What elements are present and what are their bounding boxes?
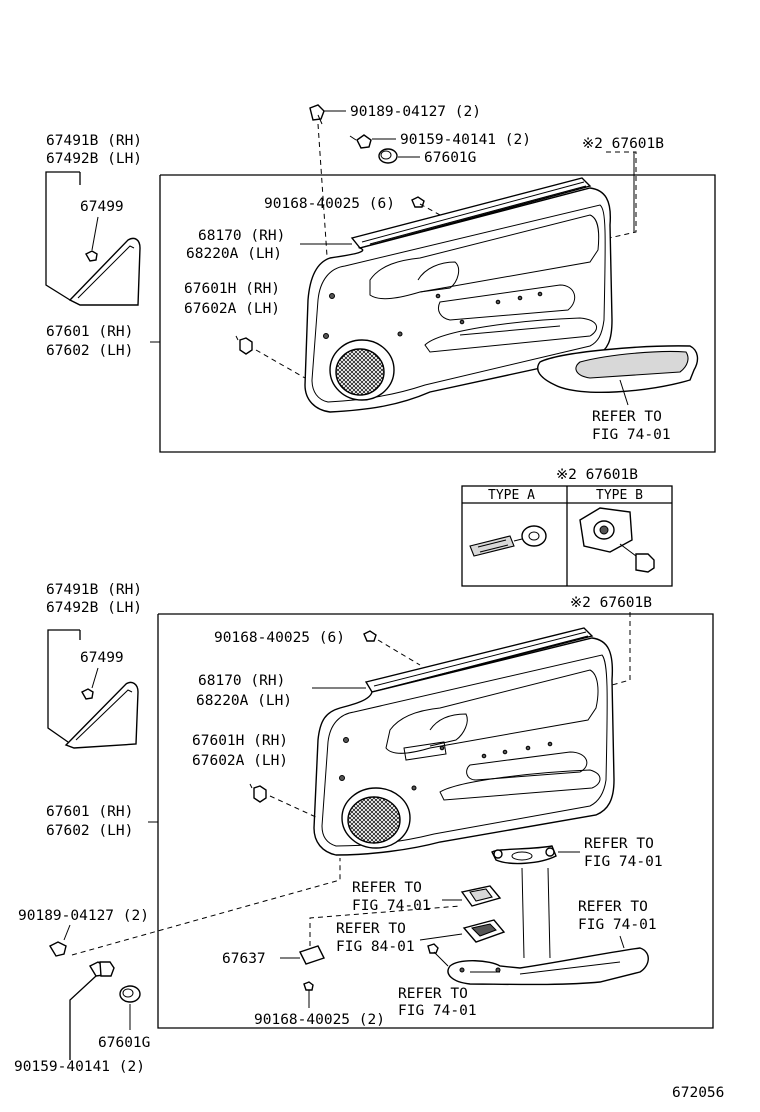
label-refer-a2: FIG 74-01	[584, 854, 663, 870]
label-refer-c1: REFER TO	[336, 921, 406, 937]
label-refer-b1: REFER TO	[352, 880, 422, 896]
label-67602-top: 67602 (LH)	[46, 343, 133, 359]
label-refer-e1: REFER TO	[398, 986, 468, 1002]
label-67601g: 67601G	[424, 150, 476, 166]
label-refer-d1: REFER TO	[578, 899, 648, 915]
label-types-heading: ※2 67601B	[556, 467, 638, 483]
type-inset: ※2 67601B TYPE A TYPE B	[461, 467, 673, 587]
door-panel-top	[304, 187, 613, 413]
screw-90159-bottom-icon	[89, 961, 115, 977]
label-67601h-bottom: 67601H (RH)	[192, 733, 288, 749]
label-67491b-bottom: 67491B (RH)	[46, 582, 142, 598]
clip-90168-bottom-icon	[363, 630, 377, 642]
label-67602a-bottom: 67602A (LH)	[192, 753, 288, 769]
label-type-b: TYPE B	[596, 488, 643, 503]
clip-67601h-bottom-icon	[249, 783, 267, 803]
label-90189: 90189-04127 (2)	[350, 104, 481, 120]
label-68170: 68170 (RH)	[198, 228, 285, 244]
bracket-67637-icon	[299, 945, 325, 965]
label-67601-bottom: 67601 (RH)	[46, 804, 133, 820]
armrest-screw-icon	[427, 943, 449, 967]
label-67601h: 67601H (RH)	[184, 281, 280, 297]
label-67601b-bottom: ※2 67601B	[570, 595, 652, 611]
label-67601-top: 67601 (RH)	[46, 324, 133, 340]
label-refer-d2: FIG 74-01	[578, 917, 657, 933]
door-panel-bottom	[313, 637, 615, 856]
handle-bezel-icon	[491, 845, 557, 865]
bottom-frame	[157, 613, 714, 1029]
figure-number: 672056	[672, 1085, 724, 1101]
label-67492b-bottom: 67492B (LH)	[46, 600, 142, 616]
label-67602-bottom: 67602 (LH)	[46, 823, 133, 839]
screw-90189-bottom-icon	[49, 941, 67, 957]
screw-90189-icon	[309, 104, 325, 125]
clip-90168-small-icon	[303, 981, 314, 991]
label-67492b: 67492B (LH)	[46, 151, 142, 167]
label-67499: 67499	[80, 199, 124, 215]
label-90168-bottom: 90168-40025 (6)	[214, 630, 345, 646]
top-frame	[159, 174, 716, 453]
bottom-assembly: ※2 67601B 67491B (RH) 67492B (LH) 67499 …	[14, 582, 714, 1075]
label-refer-top-2: FIG 74-01	[592, 427, 671, 443]
cover-clip-67499-icon	[85, 250, 98, 262]
switch-base-icon	[460, 885, 502, 907]
label-68220a: 68220A (LH)	[186, 246, 282, 262]
label-refer-e2: FIG 74-01	[398, 1003, 477, 1019]
label-67602a: 67602A (LH)	[184, 301, 280, 317]
label-68220a-bottom: 68220A (LH)	[196, 693, 292, 709]
label-90189-bottom: 90189-04127 (2)	[18, 908, 149, 924]
label-90159: 90159-40141 (2)	[400, 132, 531, 148]
label-67491b: 67491B (RH)	[46, 133, 142, 149]
cover-clip-67499-bottom-icon	[81, 688, 94, 700]
label-67637: 67637	[222, 951, 266, 967]
armrest-bottom	[447, 947, 649, 986]
clip-67601h-icon	[235, 335, 253, 355]
label-type-a: TYPE A	[488, 488, 535, 503]
label-refer-top-1: REFER TO	[592, 409, 662, 425]
label-refer-c2: FIG 84-01	[336, 939, 415, 955]
label-90168-b: 90168-40025 (2)	[254, 1012, 385, 1028]
corner-cover-bottom	[64, 681, 139, 749]
type-a-clip-icon	[469, 525, 547, 557]
label-67499-bottom: 67499	[80, 650, 124, 666]
weatherstrip-68170-top	[350, 177, 592, 249]
screw-90159-icon	[349, 134, 372, 149]
type-b-clip-icon	[579, 507, 655, 573]
label-68170-bottom: 68170 (RH)	[198, 673, 285, 689]
cap-67601g-bottom-icon	[119, 985, 141, 1003]
label-refer-a1: REFER TO	[584, 836, 654, 852]
corner-cover-top	[68, 237, 141, 306]
switch-icon	[462, 919, 506, 943]
label-67601b: ※2 67601B	[582, 136, 664, 152]
label-90159-bottom: 90159-40141 (2)	[14, 1059, 145, 1075]
cap-67601g-icon	[378, 148, 398, 164]
top-assembly: 90189-04127 (2) 90159-40141 (2) 67601G ※…	[45, 104, 716, 453]
label-90168: 90168-40025 (6)	[264, 196, 395, 212]
armrest-top	[537, 345, 699, 393]
label-67601g-bottom: 67601G	[98, 1035, 150, 1051]
